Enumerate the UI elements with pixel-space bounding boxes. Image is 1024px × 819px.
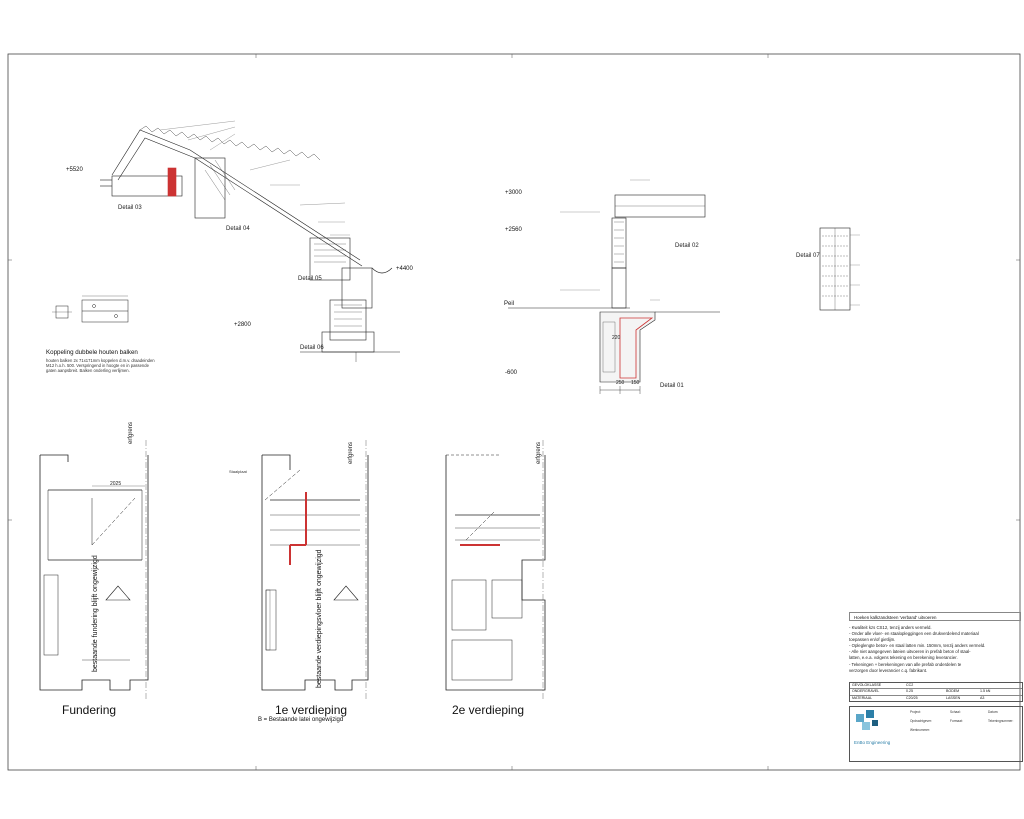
bestaande-verdieping-label: bestaande verdiepingsvloer blijft ongewi… bbox=[316, 549, 323, 688]
level-minus-600: -600 bbox=[505, 370, 518, 376]
table-row: ONDERGRAVEL 0.25 BODEM 1.5 kN bbox=[850, 689, 1022, 696]
tb-cell: Formaat: bbox=[950, 719, 963, 723]
tb-cell: Tekeningnummer: bbox=[988, 719, 1014, 723]
plan-title-eerste: 1e verdieping bbox=[275, 703, 348, 717]
level-2560: +2560 bbox=[505, 227, 522, 233]
detail-07-label: Detail 07 bbox=[796, 253, 820, 259]
detail-03-label: Detail 03 bbox=[118, 205, 142, 211]
title-block: EnBo Engineering Project: Opdrachtgever:… bbox=[849, 706, 1023, 762]
koppeling-title: Koppeling dubbele houten balken bbox=[46, 349, 138, 356]
notes-title: Hoeken kalkzandsteen 'verband' uitvoeren bbox=[849, 612, 1021, 621]
koppeling-line-2: M12 h.o.h. 500. Verspringend in hoogte e… bbox=[46, 363, 149, 368]
note-line: - Alle niet aangegeven lateien uitvoeren… bbox=[849, 649, 971, 655]
note-line: - Onder alle vloer- en staalopleggingen … bbox=[849, 631, 979, 637]
level-2800: +2800 bbox=[234, 322, 251, 328]
note-line: - Opleglengte beton- en staal latten min… bbox=[849, 643, 986, 649]
detail-01-label: Detail 01 bbox=[660, 383, 684, 389]
tb-cell: Datum: bbox=[988, 710, 999, 714]
detail-05-label: Detail 05 bbox=[298, 276, 322, 282]
bolt-connection-sketch bbox=[52, 295, 129, 323]
table-row: MATERIAAL C20/25 LASSEN A3 bbox=[852, 695, 985, 700]
tb-cell: Project: bbox=[910, 710, 921, 714]
wall-detail-07 bbox=[819, 227, 860, 311]
wall-detail-06 bbox=[300, 299, 400, 362]
note-line: toepassen en/of gietlijm. bbox=[849, 637, 896, 643]
material-table: GEVOLGKLASSE CC2 ONDERGRAVEL 0.25 BODEM … bbox=[849, 682, 1023, 703]
level-4400: +4400 bbox=[396, 266, 413, 272]
dim-250: 250 bbox=[616, 380, 625, 386]
erfgrens-label-fundering: erfgrens bbox=[128, 421, 134, 444]
note-line: verzorgen door leverancier c.q. fabrikan… bbox=[849, 667, 928, 673]
staalplaat-tag: Staalplaat bbox=[229, 469, 247, 474]
note-line: - Kwaliteit kzs CS12, tenzij anders verm… bbox=[849, 625, 932, 630]
dim-150: 150 bbox=[631, 380, 640, 386]
note-line: - Tekeningen + berekeningen van alle pre… bbox=[849, 661, 962, 667]
dim-2025: 2025 bbox=[110, 481, 122, 487]
plan-eerste-verdieping-drawing bbox=[261, 440, 369, 700]
erfgrens-label-tweede: erfgrens bbox=[536, 441, 542, 464]
tb-cell: Opdrachtgever: bbox=[910, 719, 932, 723]
erfgrens-label-eerste: erfgrens bbox=[348, 441, 354, 464]
plan-fundering-drawing bbox=[39, 440, 149, 700]
plan-subtitle-eerste: B = Bestaande latei ongewijzigd bbox=[258, 717, 344, 723]
detail-06-label: Detail 06 bbox=[300, 345, 324, 351]
level-5520: +5520 bbox=[66, 167, 83, 173]
bestaande-fundering-label: bestaande fundering blijft ongewijzigd bbox=[92, 555, 99, 672]
detail-04-label: Detail 04 bbox=[226, 226, 250, 232]
note-line: latten, e.e.a. volgens tekening en berek… bbox=[849, 655, 958, 661]
koppeling-line-1: houten balken 2x 71x171mm koppelen d.m.v… bbox=[46, 358, 155, 363]
roof-detail bbox=[100, 120, 393, 309]
dim-220: 220 bbox=[612, 335, 621, 341]
level-3000: +3000 bbox=[505, 190, 522, 196]
floor-detail bbox=[508, 179, 720, 394]
general-notes: - Kwaliteit kzs CS12, tenzij anders verm… bbox=[849, 625, 1021, 674]
company-name: EnBo Engineering bbox=[854, 740, 891, 745]
table-row: GEVOLGKLASSE CC2 bbox=[850, 683, 1022, 690]
detail-02-label: Detail 02 bbox=[675, 243, 699, 249]
tb-cell: Schaal: bbox=[950, 710, 961, 714]
plan-title-fundering: Fundering bbox=[62, 703, 117, 717]
level-peil: Peil bbox=[504, 301, 515, 307]
company-logo-mark bbox=[856, 710, 878, 730]
tb-cell: Werknummer: bbox=[910, 728, 930, 732]
koppeling-line-3: gaten aanpsbreit. Balken onderling verli… bbox=[46, 368, 130, 373]
plan-tweede-verdieping-drawing bbox=[445, 440, 546, 700]
plan-title-tweede: 2e verdieping bbox=[452, 703, 525, 717]
